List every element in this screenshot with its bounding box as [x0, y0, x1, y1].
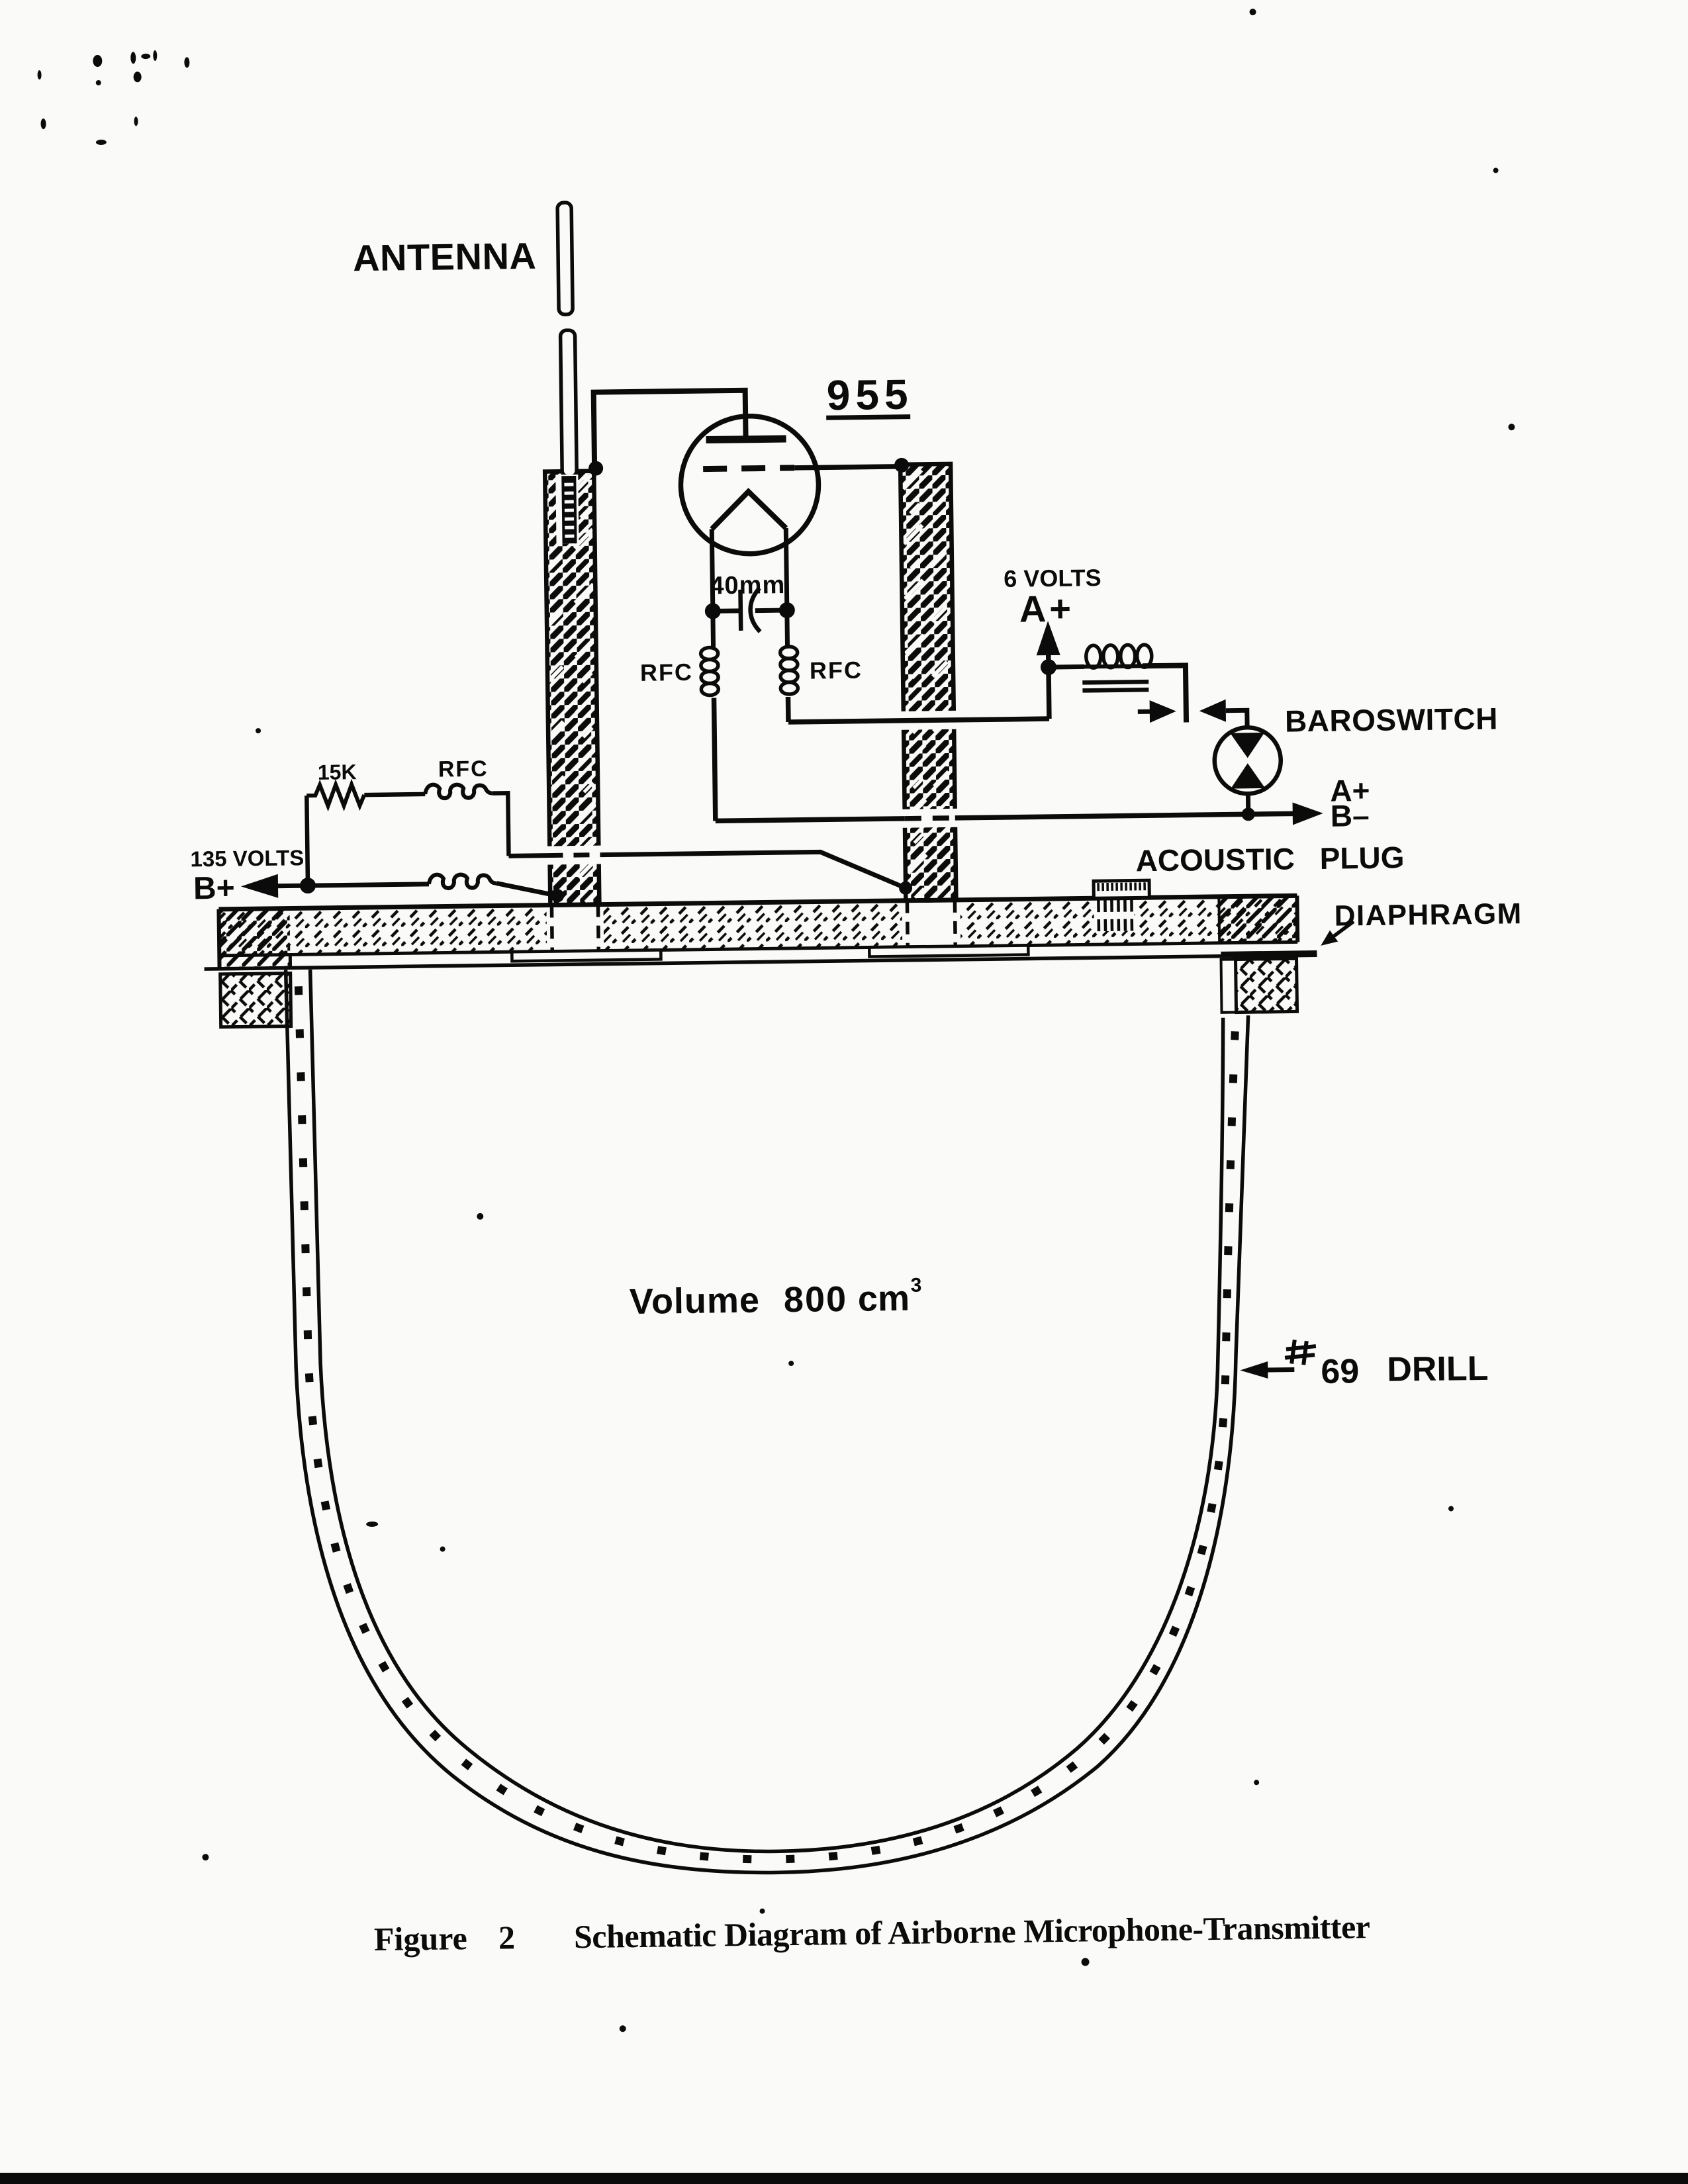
svg-text:ACOUSTIC: ACOUSTIC: [1135, 841, 1295, 878]
svg-text:40mm: 40mm: [710, 571, 785, 600]
svg-text:135 VOLTS: 135 VOLTS: [190, 845, 304, 871]
svg-text:Schematic Diagram of Airborne: Schematic Diagram of Airborne Microphone…: [574, 1908, 1370, 1955]
svg-text:6 VOLTS: 6 VOLTS: [1004, 564, 1102, 592]
svg-text:B–: B–: [1330, 798, 1369, 833]
svg-text:DIAPHRAGM: DIAPHRAGM: [1334, 897, 1523, 933]
svg-text:cm: cm: [858, 1279, 910, 1319]
svg-text:RFC: RFC: [810, 657, 863, 684]
svg-text:B+: B+: [193, 871, 235, 907]
svg-text:69: 69: [1321, 1352, 1360, 1391]
svg-text:2: 2: [498, 1919, 516, 1956]
svg-text:3: 3: [910, 1275, 921, 1297]
svg-text:Volume: Volume: [630, 1281, 761, 1322]
svg-text:ANTENNA: ANTENNA: [353, 235, 537, 279]
svg-text:RFC: RFC: [438, 756, 489, 782]
svg-text:DRILL: DRILL: [1387, 1349, 1489, 1389]
svg-text:A+: A+: [1019, 588, 1074, 630]
svg-text:BAROSWITCH: BAROSWITCH: [1285, 702, 1498, 739]
svg-text:Figure: Figure: [374, 1919, 467, 1958]
svg-text:955: 955: [826, 371, 914, 420]
svg-text:800: 800: [784, 1279, 848, 1320]
svg-text:15K: 15K: [318, 760, 357, 784]
svg-text:RFC: RFC: [640, 659, 694, 686]
svg-text:A+: A+: [1330, 773, 1370, 808]
svg-text:PLUG: PLUG: [1319, 840, 1404, 876]
